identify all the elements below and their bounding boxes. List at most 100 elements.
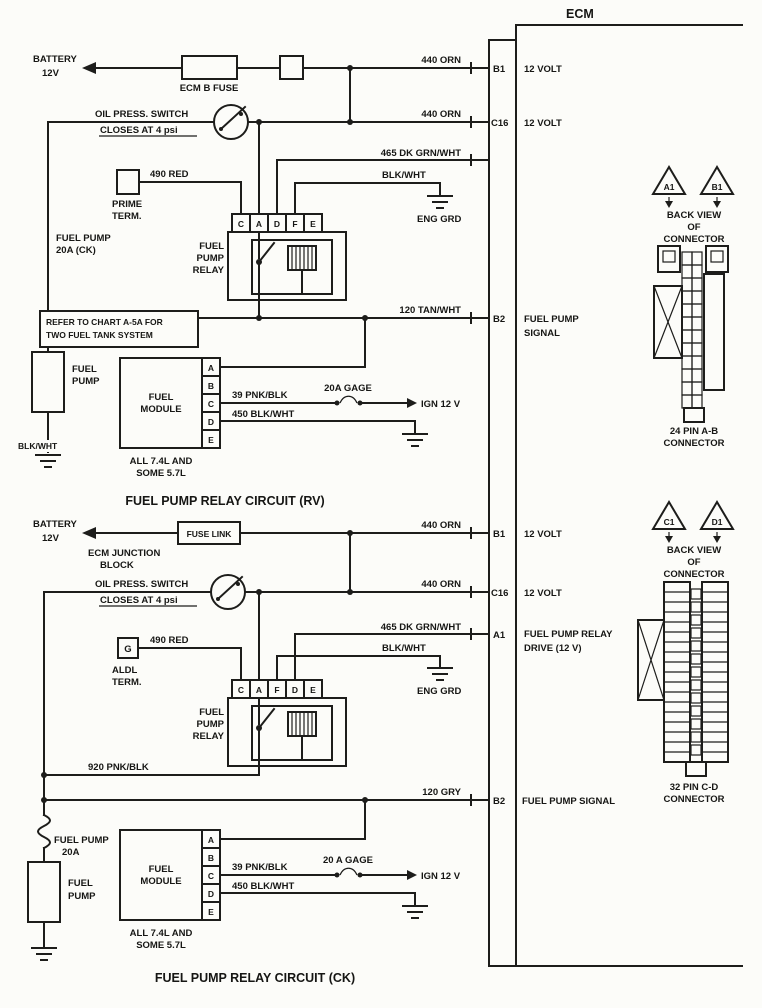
ck-relay-terminal-a: A xyxy=(256,685,262,695)
rv-circuit-title: FUEL PUMP RELAY CIRCUIT (RV) xyxy=(125,494,324,508)
ck-relay-terminal-e: E xyxy=(310,685,316,695)
rv-pump-gnd-wire-label: BLK/WHT xyxy=(18,441,58,451)
ck-aldl-label-2: TERM. xyxy=(112,677,142,688)
ck-pin-b1: B1 xyxy=(493,529,506,540)
rv-module-terminal-a: A xyxy=(208,363,214,373)
ck-engine-note-2: SOME 5.7L xyxy=(136,940,186,951)
rv-wire-465-label: 465 DK GRN/WHT xyxy=(381,148,461,159)
ck-relay-terminal-c: C xyxy=(238,685,244,695)
connector-24-pin-ab: A1 B1 BACK VIEW OF CONNECTOR 24 PIN A-B … xyxy=(651,165,735,449)
rv-module-terminal-b: B xyxy=(208,381,214,391)
rv-fn-c16: 12 VOLT xyxy=(524,118,562,129)
rv-wire-450-label: 450 BLK/WHT xyxy=(232,409,294,420)
rv-relay-label-3: RELAY xyxy=(193,265,225,276)
ck-breaker-label-2: 20A xyxy=(62,847,80,858)
rv-prime-term-box xyxy=(116,169,140,195)
conn32-marker-c1-triangle xyxy=(651,500,687,530)
rv-module-label-1: FUEL xyxy=(149,392,174,403)
ck-fn-a1-1: FUEL PUMP RELAY xyxy=(524,629,613,640)
ck-fn-c16: 12 VOLT xyxy=(524,588,562,599)
rv-eng-grd-ground-symbol xyxy=(427,195,453,209)
ck-fuel-pump-relay xyxy=(227,679,347,776)
ck-module-label-1: FUEL xyxy=(149,864,174,875)
ck-wire-39-label: 39 PNK/BLK xyxy=(232,862,288,873)
rv-pin-b1: B1 xyxy=(493,64,506,75)
rv-wire-120-label: 120 TAN/WHT xyxy=(399,305,461,316)
rv-module-ground-symbol xyxy=(402,433,428,447)
ck-wire-120-label: 120 GRY xyxy=(422,787,461,798)
ck-engine-note-1: ALL 7.4L AND xyxy=(130,928,193,939)
ck-relay-terminal-f: F xyxy=(274,685,279,695)
rv-wire-490-red-label: 490 RED xyxy=(150,169,189,180)
ck-wires xyxy=(37,527,490,947)
rv-relay-contact xyxy=(256,231,276,319)
rv-oil-switch-lever xyxy=(219,105,247,131)
rv-relay-terminal-e: E xyxy=(310,219,316,229)
ck-fn-a1-2: DRIVE (12 V) xyxy=(524,643,582,654)
rv-battery-label-1: BATTERY xyxy=(33,54,77,65)
ck-battery-arrow xyxy=(82,527,96,539)
rv-wire-39-label: 39 PNK/BLK xyxy=(232,390,288,401)
ck-module-terminal-c: C xyxy=(208,871,214,881)
rv-relay-terminal-c: C xyxy=(238,219,244,229)
rv-fuel-pump-label-1: FUEL xyxy=(72,364,97,375)
ck-fn-b1: 12 VOLT xyxy=(524,529,562,540)
ck-breaker-label-1: FUEL PUMP xyxy=(54,835,109,846)
rv-relay-terminal-a: A xyxy=(256,219,262,229)
rv-wire-440-orn-b1-label: 440 ORN xyxy=(421,55,461,66)
ck-fuse-link-label: FUSE LINK xyxy=(187,529,233,539)
rv-oil-switch-label-2: CLOSES AT 4 psi xyxy=(100,125,178,136)
ck-fuel-pump-label-1: FUEL xyxy=(68,878,93,889)
conn24-bottom-tab xyxy=(683,407,705,423)
ck-oil-switch-label-1: OIL PRESS. SWITCH xyxy=(95,579,188,590)
rv-pump-gnd-label-bg xyxy=(16,440,72,452)
ck-module-terminal-a: A xyxy=(208,835,214,845)
conn32-left-flange xyxy=(637,619,665,701)
conn24-right-bar xyxy=(703,273,725,391)
rv-gage-label: 20A GAGE xyxy=(324,383,372,394)
rv-battery-label-2: 12V xyxy=(42,68,60,79)
ck-relay-label-1: FUEL xyxy=(199,707,224,718)
rv-wires xyxy=(47,62,490,453)
rv-circuit: BATTERY 12V ECM B FUSE 440 ORN B1 12 VOL… xyxy=(16,54,579,508)
ck-fuel-pump-box xyxy=(27,861,61,923)
rv-refer-note-box xyxy=(39,310,199,348)
ecm-boundary xyxy=(488,24,743,967)
ck-circuit-title: FUEL PUMP RELAY CIRCUIT (CK) xyxy=(155,971,355,985)
ck-relay-contact xyxy=(256,697,276,776)
conn24-marker-b1-label: B1 xyxy=(712,182,723,192)
conn24-pointer-arrows xyxy=(665,197,721,208)
ck-aldl-g-label: G xyxy=(124,644,131,655)
ck-junction-label-1: ECM JUNCTION xyxy=(88,548,160,559)
rv-gage-fuse-symbol xyxy=(334,395,363,406)
rv-module-terminal-e: E xyxy=(208,435,214,445)
ck-fn-b2: FUEL PUMP SIGNAL xyxy=(522,796,615,807)
rv-fuel-pump-box xyxy=(31,351,65,413)
conn24-back-view-1: BACK VIEW xyxy=(667,210,721,221)
rv-pin-c16: C16 xyxy=(491,118,508,129)
rv-junction-dots xyxy=(256,65,368,321)
conn32-back-view-2: OF xyxy=(687,557,700,568)
connector-32-pin-cd: C1 D1 BACK VIEW OF CONNECTOR 32 PIN C-D … xyxy=(637,500,735,805)
rv-relay-label-1: FUEL xyxy=(199,241,224,252)
ck-module-label-2: MODULE xyxy=(140,876,181,887)
rv-fuel-pump-label-2: PUMP xyxy=(72,376,100,387)
ck-module-terminal-e: E xyxy=(208,907,214,917)
conn24-marker-a1-label: A1 xyxy=(664,182,675,192)
rv-oil-switch-label-1: OIL PRESS. SWITCH xyxy=(95,109,188,120)
ck-ign-arrow xyxy=(407,870,417,880)
rv-prime-term-label-2: TERM. xyxy=(112,211,142,222)
ck-relay-terminal-d: D xyxy=(292,685,298,695)
ck-oil-switch-lever xyxy=(216,575,244,601)
ck-ign-label: IGN 12 V xyxy=(421,871,461,882)
conn24-caption-1: 24 PIN A-B xyxy=(670,426,718,437)
ck-pump-ground-symbol xyxy=(31,947,57,961)
ck-pin-c16: C16 xyxy=(491,588,508,599)
conn24-marker-b1-triangle xyxy=(699,165,735,195)
rv-pump-ground-symbol xyxy=(35,454,61,468)
ck-fuel-module xyxy=(119,829,221,921)
rv-relay-terminal-f: F xyxy=(292,219,297,229)
rv-pin-b2: B2 xyxy=(493,314,505,325)
